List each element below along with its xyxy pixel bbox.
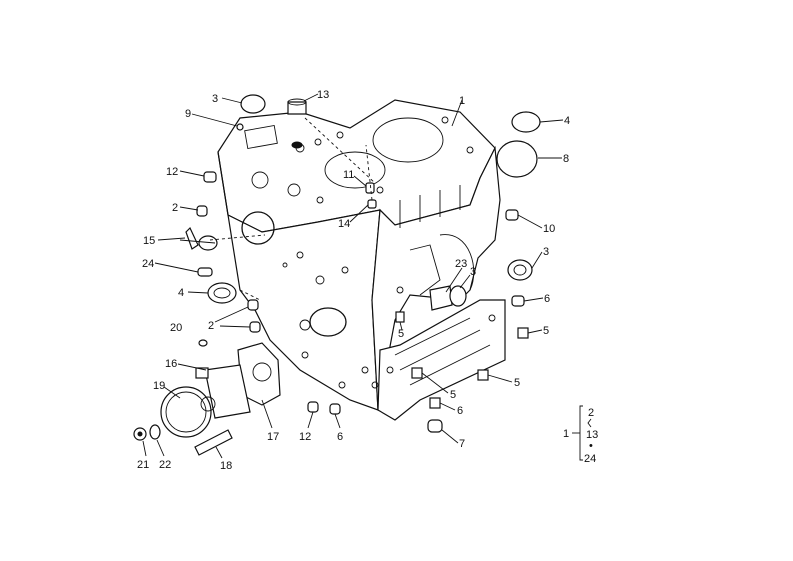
reference-legend: 1 2 13 • 24 bbox=[563, 405, 598, 465]
engine-block bbox=[217, 99, 506, 421]
callout-20: 20 bbox=[170, 322, 182, 334]
callout-1: 1 bbox=[459, 95, 465, 107]
callout-11: 11 bbox=[343, 169, 354, 181]
callout-12: 12 bbox=[166, 166, 178, 178]
callout-24: 24 bbox=[142, 258, 154, 270]
legend-root: 1 bbox=[563, 428, 569, 440]
callout-9: 9 bbox=[185, 108, 191, 120]
callout-3: 3 bbox=[543, 246, 549, 258]
callout-5: 5 bbox=[514, 377, 520, 389]
legend-bottom: 24 bbox=[584, 453, 596, 465]
callout-12: 12 bbox=[299, 431, 311, 443]
callout-7: 7 bbox=[459, 438, 465, 450]
callout-22: 22 bbox=[159, 459, 171, 471]
callout-4: 4 bbox=[564, 115, 570, 127]
callout-15: 15 bbox=[143, 235, 155, 247]
callout-5: 5 bbox=[543, 325, 549, 337]
legend-top: 2 bbox=[588, 407, 594, 419]
loose-parts bbox=[133, 94, 541, 456]
callout-23: 23 bbox=[455, 258, 467, 270]
callout-8: 8 bbox=[563, 153, 569, 165]
callout-5: 5 bbox=[450, 389, 456, 401]
callout-2: 2 bbox=[172, 202, 178, 214]
callout-2: 2 bbox=[208, 320, 214, 332]
callout-6: 6 bbox=[337, 431, 343, 443]
callout-6: 6 bbox=[544, 293, 550, 305]
callout-3: 3 bbox=[470, 266, 476, 278]
callout-3: 3 bbox=[212, 93, 218, 105]
callout-5: 5 bbox=[398, 328, 404, 340]
callout-labels: 1 3 13 9 4 8 12 11 2 14 10 15 3 24 23 3 … bbox=[137, 89, 570, 472]
leader-lines bbox=[142, 93, 564, 459]
callout-4: 4 bbox=[178, 287, 184, 299]
callout-10: 10 bbox=[543, 223, 555, 235]
callout-14: 14 bbox=[338, 218, 350, 230]
callout-17: 17 bbox=[267, 431, 279, 443]
callout-16: 16 bbox=[165, 358, 177, 370]
callout-21: 21 bbox=[137, 459, 149, 471]
callout-13: 13 bbox=[317, 89, 329, 101]
legend-dot: • bbox=[589, 440, 593, 452]
legend-mid: 13 bbox=[586, 429, 598, 441]
callout-18: 18 bbox=[220, 460, 232, 472]
callout-6: 6 bbox=[457, 405, 463, 417]
callout-19: 19 bbox=[153, 380, 165, 392]
